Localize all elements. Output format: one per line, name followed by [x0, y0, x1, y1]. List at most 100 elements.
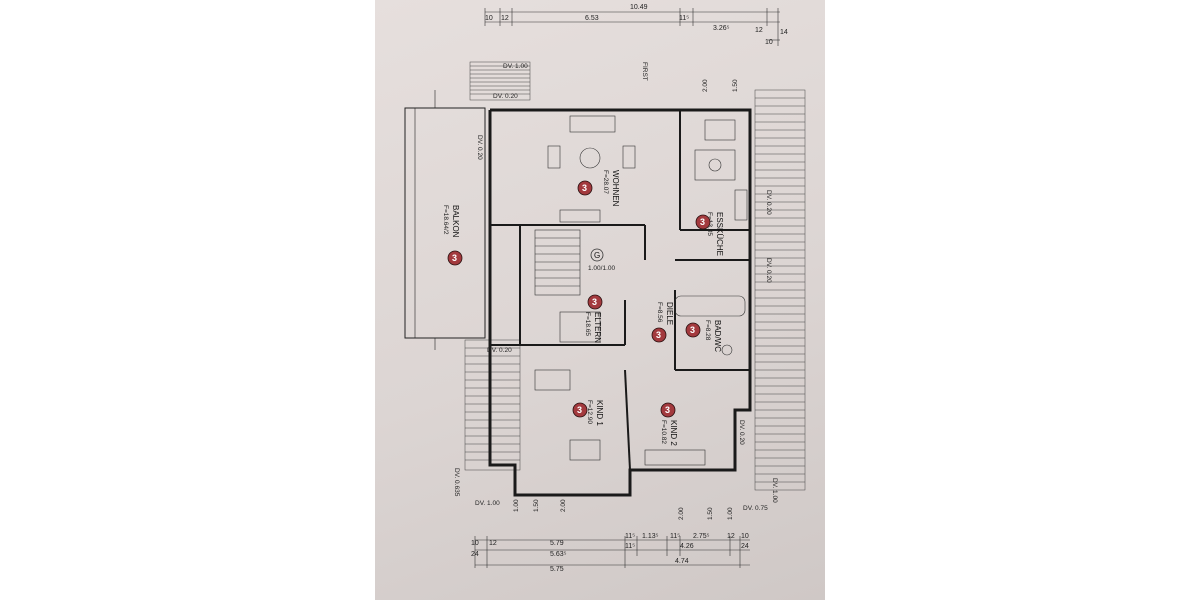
dim-vertical: 2.00 [560, 499, 567, 512]
svg-text:1.50: 1.50 [533, 499, 540, 512]
room-balkon: BALKON F=18.64/2 [442, 205, 460, 238]
dim-top-part: 12 [501, 15, 509, 22]
room-marker: 3 [577, 180, 593, 196]
svg-text:1.00: 1.00 [513, 499, 520, 512]
outer-walls [488, 108, 752, 497]
room-area: F=18.64/2 [442, 205, 449, 235]
kitchen-furniture [694, 119, 748, 221]
room-wohnen: WOHNEN F=28.07 [602, 170, 620, 207]
dim-bottom: 4.26 [680, 543, 694, 550]
first-label-group: FIRST [641, 62, 648, 81]
room-marker: 3 [447, 250, 463, 266]
bottom-dimension-chain [474, 536, 750, 568]
dim-top-part: 12 [755, 27, 763, 34]
dim-top-part: 3.26⁵ [713, 25, 730, 32]
room-marker: 3 [572, 402, 588, 418]
dim-bottom: 5.79 [550, 540, 564, 547]
room-bad-wc: BAD/WC F=8.28 [704, 320, 722, 352]
svg-text:3: 3 [665, 405, 670, 415]
svg-text:3: 3 [577, 405, 582, 415]
balcony [404, 90, 486, 350]
dim-vertical: 1.50 [533, 499, 540, 512]
dim-bottom: 10 [471, 540, 479, 547]
dim-vertical: 1.50 [707, 507, 714, 520]
dv-label: DV. 1.00 [503, 63, 528, 70]
dim-top-part: 10 [765, 39, 773, 46]
room-name: BALKON [451, 205, 460, 238]
dv-label: DV. 0.635 [453, 468, 460, 497]
inner-walls [490, 110, 750, 471]
room-name: ELTERN [593, 312, 602, 343]
dim-vertical: 2.00 [678, 507, 685, 520]
dv-label: DV. 0.20 [738, 420, 745, 445]
dim-bottom: 4.74 [675, 558, 689, 565]
svg-text:2.00: 2.00 [702, 79, 709, 92]
dim-vertical: 1.00 [727, 507, 734, 520]
top-dimension-chain [484, 8, 780, 46]
svg-text:2.00: 2.00 [560, 499, 567, 512]
dim-bottom: 11⁵ [625, 543, 635, 550]
room-name: KIND 2 [669, 420, 678, 446]
svg-text:3: 3 [656, 330, 661, 340]
dim-bottom: 12 [489, 540, 497, 547]
dv-label: DV. 0.20 [487, 347, 512, 354]
svg-text:3: 3 [582, 183, 587, 193]
dim-bottom: 10 [741, 533, 749, 540]
dim-bottom: 24 [741, 543, 749, 550]
dim-bottom: 11⁵ [670, 533, 680, 540]
dim-top-part: 10 [485, 15, 493, 22]
dim-bottom: 5.75 [550, 566, 564, 573]
room-name: ESSKÜCHE [715, 212, 724, 256]
dim-vertical: 1.50 [732, 79, 739, 92]
svg-text:3: 3 [700, 217, 705, 227]
dv-label: DV. 0.20 [765, 258, 772, 283]
svg-text:1.00: 1.00 [727, 507, 734, 520]
dim-bottom: 1.13⁵ [642, 533, 659, 540]
dim-bottom: 5.63⁵ [550, 551, 567, 558]
dim-top-overall: 10.49 [630, 4, 648, 11]
dv-label: DV. 1.00 [475, 500, 500, 507]
room-kind-2: KIND 2 F=10.82 [660, 420, 678, 446]
roof-hatch-top-left [469, 61, 531, 101]
room-name: KIND 1 [595, 400, 604, 426]
dv-label-group: DV. 0.20 [765, 258, 772, 283]
room-diele: DIELE F=8.56 [656, 302, 674, 325]
svg-text:1.50: 1.50 [707, 507, 714, 520]
svg-text:3: 3 [592, 297, 597, 307]
room-eltern: ELTERN F=18.65 [584, 312, 602, 343]
dim-top-part: 14 [780, 29, 788, 36]
svg-text:1.50: 1.50 [732, 79, 739, 92]
dv-label-group: DV. 0.20 [738, 420, 745, 445]
living-furniture [547, 115, 636, 223]
room-area: F=10.82 [660, 420, 667, 444]
dv-label: DV. 0.20 [765, 190, 772, 215]
room-name: BAD/WC [713, 320, 722, 352]
room-area: F=28.07 [602, 170, 609, 194]
room-kind-1: KIND 1 F=12.90 [586, 400, 604, 426]
first-label: FIRST [641, 62, 648, 81]
svg-text:3: 3 [452, 253, 457, 263]
room-area: F=8.28 [704, 320, 711, 341]
room-area: F=12.90 [586, 400, 593, 424]
dv-label-group: DV. 0.635 [453, 468, 460, 497]
dv-label: DV. 1.00 [771, 478, 778, 503]
floor-plan-drawing: 10.49 10 12 6.53 11⁵ 3.26⁵ 12 14 10 [404, 4, 806, 573]
room-name: WOHNEN [611, 170, 620, 207]
bedroom-furniture [534, 311, 706, 466]
room-name: DIELE [665, 302, 674, 325]
dim-bottom: 12 [727, 533, 735, 540]
svg-text:3: 3 [690, 325, 695, 335]
dim-vertical: 1.00 [513, 499, 520, 512]
room-marker: 3 [651, 327, 667, 343]
dim-top-part: 11⁵ [679, 15, 689, 22]
dim-vertical: 2.00 [702, 79, 709, 92]
roof-hatch-bottom-left [464, 339, 521, 471]
staircase [534, 229, 604, 296]
dv-label: DV. 0.20 [476, 135, 483, 160]
room-marker: 3 [660, 402, 676, 418]
dv-label-group: DV. 1.00 [771, 478, 778, 503]
room-marker: 3 [695, 214, 711, 230]
dv-label-group: DV. 0.20 [476, 135, 483, 160]
dv-label: DV. 0.75 [743, 505, 768, 512]
room-area: F=8.56 [656, 302, 663, 323]
